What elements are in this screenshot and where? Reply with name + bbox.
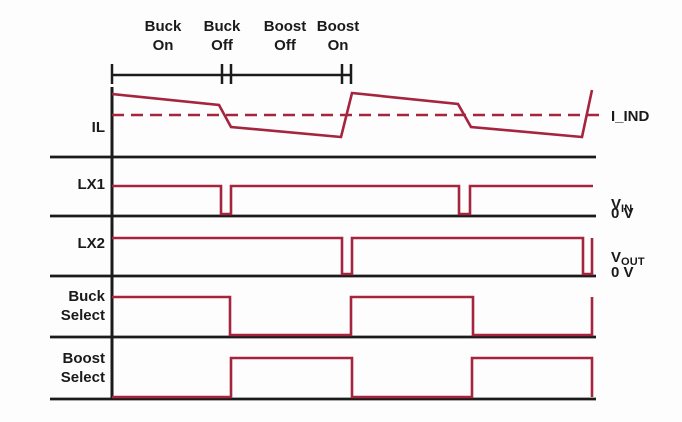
waveform-group <box>111 89 604 399</box>
label-vout: VOUT <box>611 229 645 269</box>
axis-group <box>50 64 596 401</box>
phase-label-boost-on: Boost On <box>316 18 360 54</box>
label-lx2-0v: 0 V <box>611 264 634 281</box>
row-label-lx2: LX2 <box>77 235 105 252</box>
waveform-buck-select <box>112 295 594 337</box>
waveform-boost-select <box>112 356 594 399</box>
label-vout-main: V <box>611 249 622 266</box>
row-label-lx1: LX1 <box>77 176 105 193</box>
phase-label-buck-off: Buck Off <box>203 18 241 54</box>
waveform-lx2 <box>112 236 594 276</box>
label-vin-sub: IN <box>621 203 633 215</box>
label-vout-sub: OUT <box>621 256 645 268</box>
label-i-ind: I_IND <box>611 108 650 125</box>
row-label-il: IL <box>91 119 105 136</box>
phase-label-boost-off: Boost Off <box>263 18 307 54</box>
label-vin: VIN <box>611 176 632 216</box>
waveform-lx1 <box>112 184 593 216</box>
phase-label-buck-on: Buck On <box>144 18 182 54</box>
row-label-boost-select: Boost Select <box>60 350 105 386</box>
waveform-il <box>111 89 594 139</box>
row-label-buck-select: Buck Select <box>60 288 105 324</box>
label-vin-main: V <box>611 196 622 213</box>
label-lx1-0v: 0 V <box>611 205 634 222</box>
